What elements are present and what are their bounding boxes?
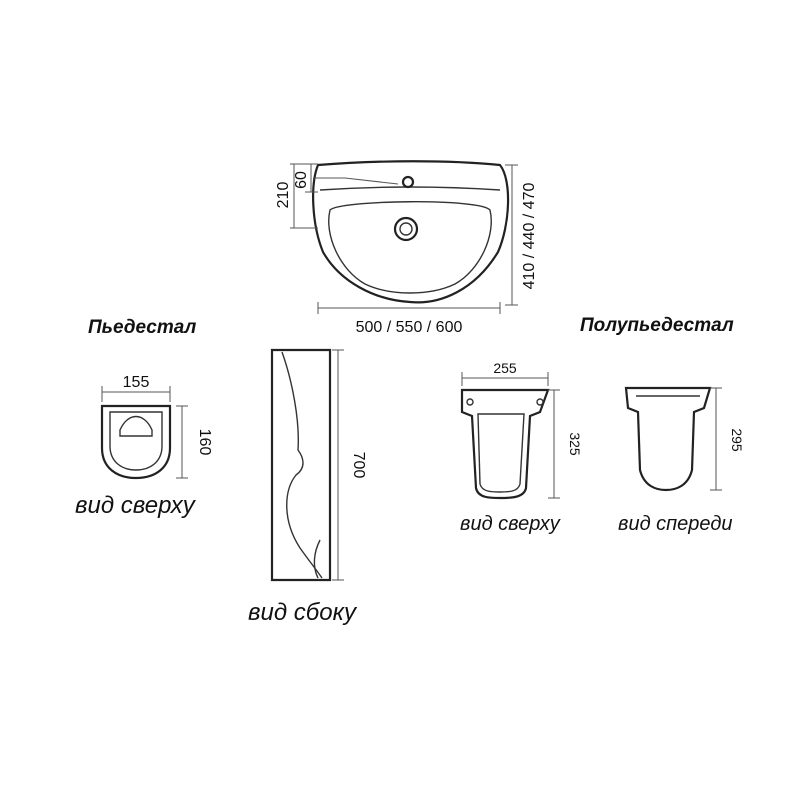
half-pedestal-mount-hole-right bbox=[536, 398, 544, 406]
pedestal-side-outline bbox=[270, 348, 332, 582]
half-pedestal-title: Полупьедестал bbox=[580, 315, 734, 336]
half-pedestal-front-view bbox=[624, 386, 722, 492]
pedestal-height: 700 bbox=[350, 452, 367, 479]
pedestal-top-inner bbox=[109, 411, 163, 471]
pedestal-title: Пьедестал bbox=[88, 317, 197, 338]
pedestal-side-inner-profile bbox=[281, 351, 323, 579]
basin-outer-outline bbox=[312, 160, 510, 304]
pedestal-top-view bbox=[100, 386, 188, 480]
basin-dimensions bbox=[290, 163, 518, 314]
pedestal-caption-top: вид сверху bbox=[75, 492, 197, 519]
basin-back-height: 210 bbox=[275, 182, 292, 209]
basin-tap-offset: 60 bbox=[293, 171, 310, 189]
half-pedestal-top-inner bbox=[477, 413, 525, 493]
tap-hole bbox=[401, 175, 415, 189]
half-pedestal-top-height: 325 bbox=[567, 432, 583, 456]
half-pedestal-front-outline bbox=[624, 386, 712, 492]
pedestal-top-cutout bbox=[119, 415, 153, 437]
pedestal-top-depth: 160 bbox=[196, 429, 213, 456]
pedestal-top-width: 155 bbox=[123, 374, 150, 391]
pedestal-side-view bbox=[270, 348, 344, 582]
basin-width: 500 / 550 / 600 bbox=[356, 319, 463, 336]
half-pedestal-mount-hole-left bbox=[466, 398, 474, 406]
half-pedestal-top-width: 255 bbox=[493, 360, 517, 376]
drain-outer bbox=[393, 216, 419, 242]
basin-top-view bbox=[312, 160, 510, 304]
half-pedestal-caption-top: вид сверху bbox=[460, 513, 561, 535]
half-pedestal-top-outline bbox=[460, 388, 550, 500]
basin-inner-bowl bbox=[328, 201, 492, 294]
half-pedestal-top-view bbox=[460, 372, 560, 500]
drain-inner bbox=[399, 222, 413, 236]
basin-depth: 410 / 440 / 470 bbox=[521, 183, 538, 290]
half-pedestal-front-height: 295 bbox=[729, 428, 745, 452]
half-pedestal-caption-front: вид спереди bbox=[618, 513, 733, 535]
pedestal-caption-side: вид сбоку bbox=[248, 599, 358, 626]
tap-offset-leader bbox=[313, 177, 399, 185]
pedestal-top-outline bbox=[100, 404, 172, 480]
pedestal-side-rear-curve bbox=[313, 539, 321, 579]
